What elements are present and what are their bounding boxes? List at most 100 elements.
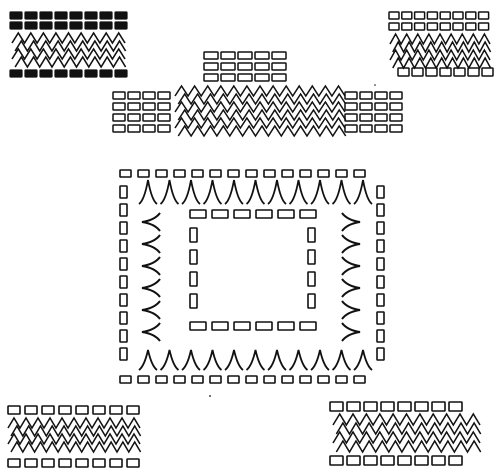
brick-block: [318, 170, 329, 177]
brick-block: [375, 92, 387, 99]
brick-block: [360, 125, 372, 132]
brick-block: [390, 92, 402, 99]
side-bracket: [142, 213, 160, 231]
brick-block: [238, 74, 252, 81]
brick-block: [354, 170, 365, 177]
v-spike: [290, 350, 308, 370]
brick-block: [308, 228, 315, 242]
brick-block: [138, 376, 149, 383]
brick-block: [93, 459, 105, 467]
brick-block: [100, 22, 112, 29]
brick-block: [204, 74, 218, 81]
brick-block: [377, 330, 384, 342]
side-bracket: [142, 279, 160, 297]
v-spike: [247, 180, 265, 204]
brick-block: [59, 459, 71, 467]
brick-block: [398, 456, 411, 465]
brick-block: [128, 125, 140, 132]
zigzag-stitch: [175, 86, 345, 96]
v-spike: [333, 180, 351, 204]
side-bracket: [142, 301, 160, 319]
brick-block: [330, 402, 343, 411]
brick-block: [381, 456, 394, 465]
v-spike: [311, 350, 329, 370]
brick-block: [174, 376, 185, 383]
side-bracket: [142, 235, 160, 253]
brick-block: [127, 459, 139, 467]
brick-block: [120, 222, 127, 234]
brick-block: [272, 52, 286, 59]
brick-block: [85, 22, 97, 29]
brick-block: [190, 272, 197, 286]
brick-block: [8, 459, 20, 467]
brick-block: [308, 272, 315, 286]
brick-block: [120, 240, 127, 252]
brick-block: [113, 103, 125, 110]
brick-block: [300, 322, 316, 330]
brick-block: [10, 22, 22, 29]
brick-block: [190, 210, 206, 218]
brick-block: [375, 103, 387, 110]
side-bracket: [142, 257, 160, 275]
side-bracket: [342, 279, 360, 297]
zigzag-stitch: [178, 94, 345, 104]
brick-block: [174, 170, 185, 177]
side-bracket: [342, 257, 360, 275]
brick-block: [440, 23, 450, 30]
brick-block: [453, 12, 463, 19]
brick-block: [120, 186, 127, 198]
brick-block: [354, 376, 365, 383]
brick-block: [120, 348, 127, 360]
brick-block: [158, 125, 170, 132]
brick-block: [466, 12, 476, 19]
brick-block: [330, 456, 343, 465]
brick-block: [10, 12, 22, 19]
v-spike: [225, 180, 243, 204]
brick-block: [85, 12, 97, 19]
brick-block: [190, 250, 197, 264]
brick-block: [190, 294, 197, 308]
brick-block: [42, 459, 54, 467]
brick-block: [128, 103, 140, 110]
brick-block: [364, 402, 377, 411]
brick-block: [55, 70, 67, 77]
brick-block: [402, 12, 412, 19]
side-bracket: [342, 213, 360, 231]
brick-block: [70, 12, 82, 19]
brick-block: [25, 406, 37, 414]
brick-block: [55, 12, 67, 19]
brick-block: [120, 204, 127, 216]
brick-block: [70, 22, 82, 29]
brick-block: [308, 294, 315, 308]
brick-block: [10, 70, 22, 77]
v-spike: [354, 350, 372, 370]
brick-block: [8, 406, 20, 414]
brick-block: [76, 459, 88, 467]
brick-block: [427, 12, 437, 19]
brick-block: [466, 23, 476, 30]
v-spike: [311, 180, 329, 204]
brick-block: [246, 170, 257, 177]
v-spike: [204, 180, 222, 204]
v-spike: [182, 350, 200, 370]
brick-block: [255, 63, 269, 70]
brick-block: [336, 376, 347, 383]
brick-block: [345, 92, 357, 99]
brick-block: [398, 402, 411, 411]
v-spike: [161, 180, 179, 204]
brick-block: [158, 92, 170, 99]
brick-block: [375, 114, 387, 121]
brick-block: [427, 23, 437, 30]
top-center-cluster: [113, 52, 402, 136]
brick-block: [110, 459, 122, 467]
brick-block: [228, 376, 239, 383]
brick-block: [143, 114, 155, 121]
brick-block: [190, 322, 206, 330]
brick-block: [204, 63, 218, 70]
v-spike: [225, 350, 243, 370]
brick-block: [360, 103, 372, 110]
brick-block: [93, 406, 105, 414]
zigzag-stitch: [15, 57, 125, 67]
v-spike: [268, 180, 286, 204]
brick-block: [255, 52, 269, 59]
